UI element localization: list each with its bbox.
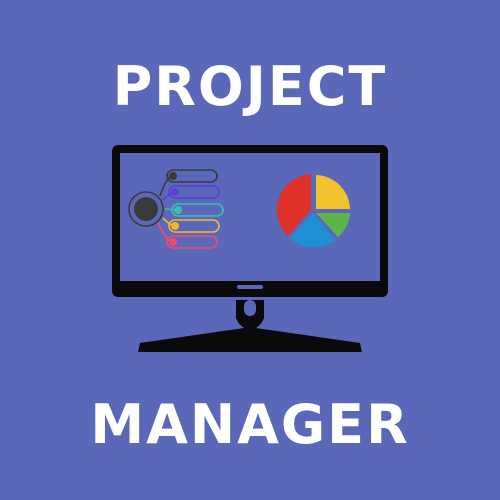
mindmap-item-1-dot <box>169 172 177 180</box>
pie-chart-icon <box>276 174 350 248</box>
mindmap-hub <box>134 197 158 221</box>
mindmap-item-4 <box>168 219 220 233</box>
pie-slice-green <box>316 213 350 237</box>
mindmap-item-3 <box>171 203 224 217</box>
pie-slice-red <box>276 174 311 236</box>
mindmap-item-2-dot <box>171 188 179 196</box>
mindmap-icon <box>128 169 224 249</box>
mindmap-item-2 <box>168 185 220 199</box>
mindmap-item-5-dot <box>169 238 177 246</box>
monitor-stand-gap <box>244 300 256 316</box>
mindmap-item-3-dot <box>174 206 182 214</box>
mindmap-item-4-dot <box>171 222 179 230</box>
mindmap-item-5 <box>166 235 218 249</box>
monitor-stand <box>138 300 362 352</box>
title-project: PROJECT <box>112 55 388 118</box>
mindmap-hub-ring <box>128 191 164 227</box>
monitor-button <box>237 285 263 289</box>
monitor-icon <box>112 145 388 352</box>
pie-slice-yellow <box>316 175 350 209</box>
title-manager: MANAGER <box>90 393 410 456</box>
mindmap-item-1 <box>166 169 218 183</box>
pie-slice-blue <box>290 213 335 248</box>
